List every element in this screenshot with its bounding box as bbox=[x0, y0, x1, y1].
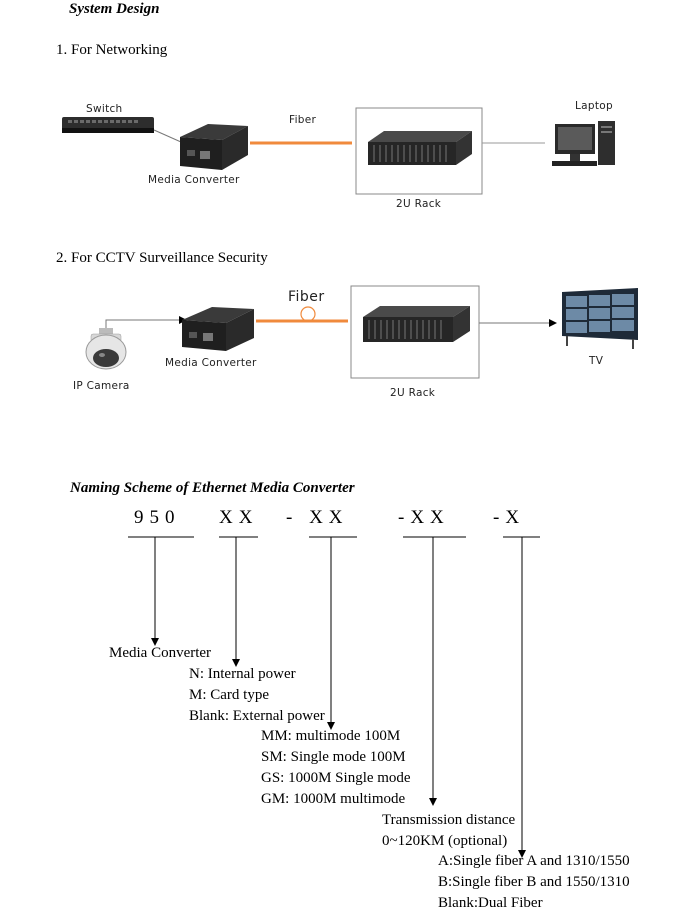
media-converter-label: Media Converter bbox=[148, 174, 240, 186]
scheme-power-option: Blank: External power bbox=[189, 708, 325, 724]
scheme-mode-option: MM: multimode 100M bbox=[261, 728, 401, 744]
code-part-series: 950 bbox=[134, 507, 181, 528]
scheme-power-option: M: Card type bbox=[189, 687, 269, 703]
code-part-distance: -XX bbox=[398, 507, 450, 528]
scheme-distance-option: 0~120KM (optional) bbox=[382, 833, 508, 849]
code-part-mode: - XX bbox=[286, 507, 349, 528]
scheme-distance-option: Transmission distance bbox=[382, 812, 516, 828]
fiber-label: Fiber bbox=[288, 289, 325, 305]
rack-device-icon bbox=[363, 306, 470, 342]
rack-frame bbox=[350, 285, 480, 379]
scheme-mode-option: GM: 1000M multimode bbox=[261, 791, 406, 807]
system-design-heading: System Design bbox=[69, 1, 160, 17]
scheme-fiber-option: Blank:Dual Fiber bbox=[438, 895, 543, 911]
fiber-connector-icon bbox=[300, 306, 316, 322]
ip-camera-label: IP Camera bbox=[73, 380, 130, 392]
laptop-label: Laptop bbox=[575, 100, 613, 112]
scheme-fiber-option: B:Single fiber B and 1550/1310 bbox=[438, 874, 630, 890]
rack-frame bbox=[355, 107, 483, 195]
code-part-power: XX bbox=[219, 507, 259, 528]
code-part-fiber: -X bbox=[493, 507, 526, 528]
scheme-fiber-option: A:Single fiber A and 1310/1550 bbox=[438, 853, 630, 869]
switch-label: Switch bbox=[86, 103, 123, 115]
scheme-mode-option: SM: Single mode 100M bbox=[261, 749, 406, 765]
media-converter-device-icon bbox=[182, 307, 254, 351]
rack-label: 2U Rack bbox=[396, 198, 442, 210]
cctv-heading: 2. For CCTV Surveillance Security bbox=[56, 250, 268, 266]
fiber-label: Fiber bbox=[289, 114, 317, 126]
rack-device-icon bbox=[368, 131, 472, 165]
laptop-computer-icon bbox=[552, 121, 615, 166]
switch-device-icon bbox=[62, 117, 154, 133]
rack-label: 2U Rack bbox=[390, 387, 436, 399]
tv-label: TV bbox=[589, 355, 604, 367]
networking-heading: 1. For Networking bbox=[56, 42, 168, 58]
scheme-media-converter: Media Converter bbox=[109, 645, 212, 661]
media-converter-device-icon bbox=[180, 124, 248, 170]
camera-link-line bbox=[105, 316, 187, 328]
naming-scheme-heading: Naming Scheme of Ethernet Media Converte… bbox=[70, 480, 355, 496]
scheme-power-option: N: Internal power bbox=[189, 666, 296, 682]
ip-camera-icon bbox=[85, 328, 127, 370]
tv-video-wall-icon bbox=[562, 288, 638, 349]
scheme-mode-option: GS: 1000M Single mode bbox=[261, 770, 411, 786]
media-converter-label: Media Converter bbox=[165, 357, 257, 369]
